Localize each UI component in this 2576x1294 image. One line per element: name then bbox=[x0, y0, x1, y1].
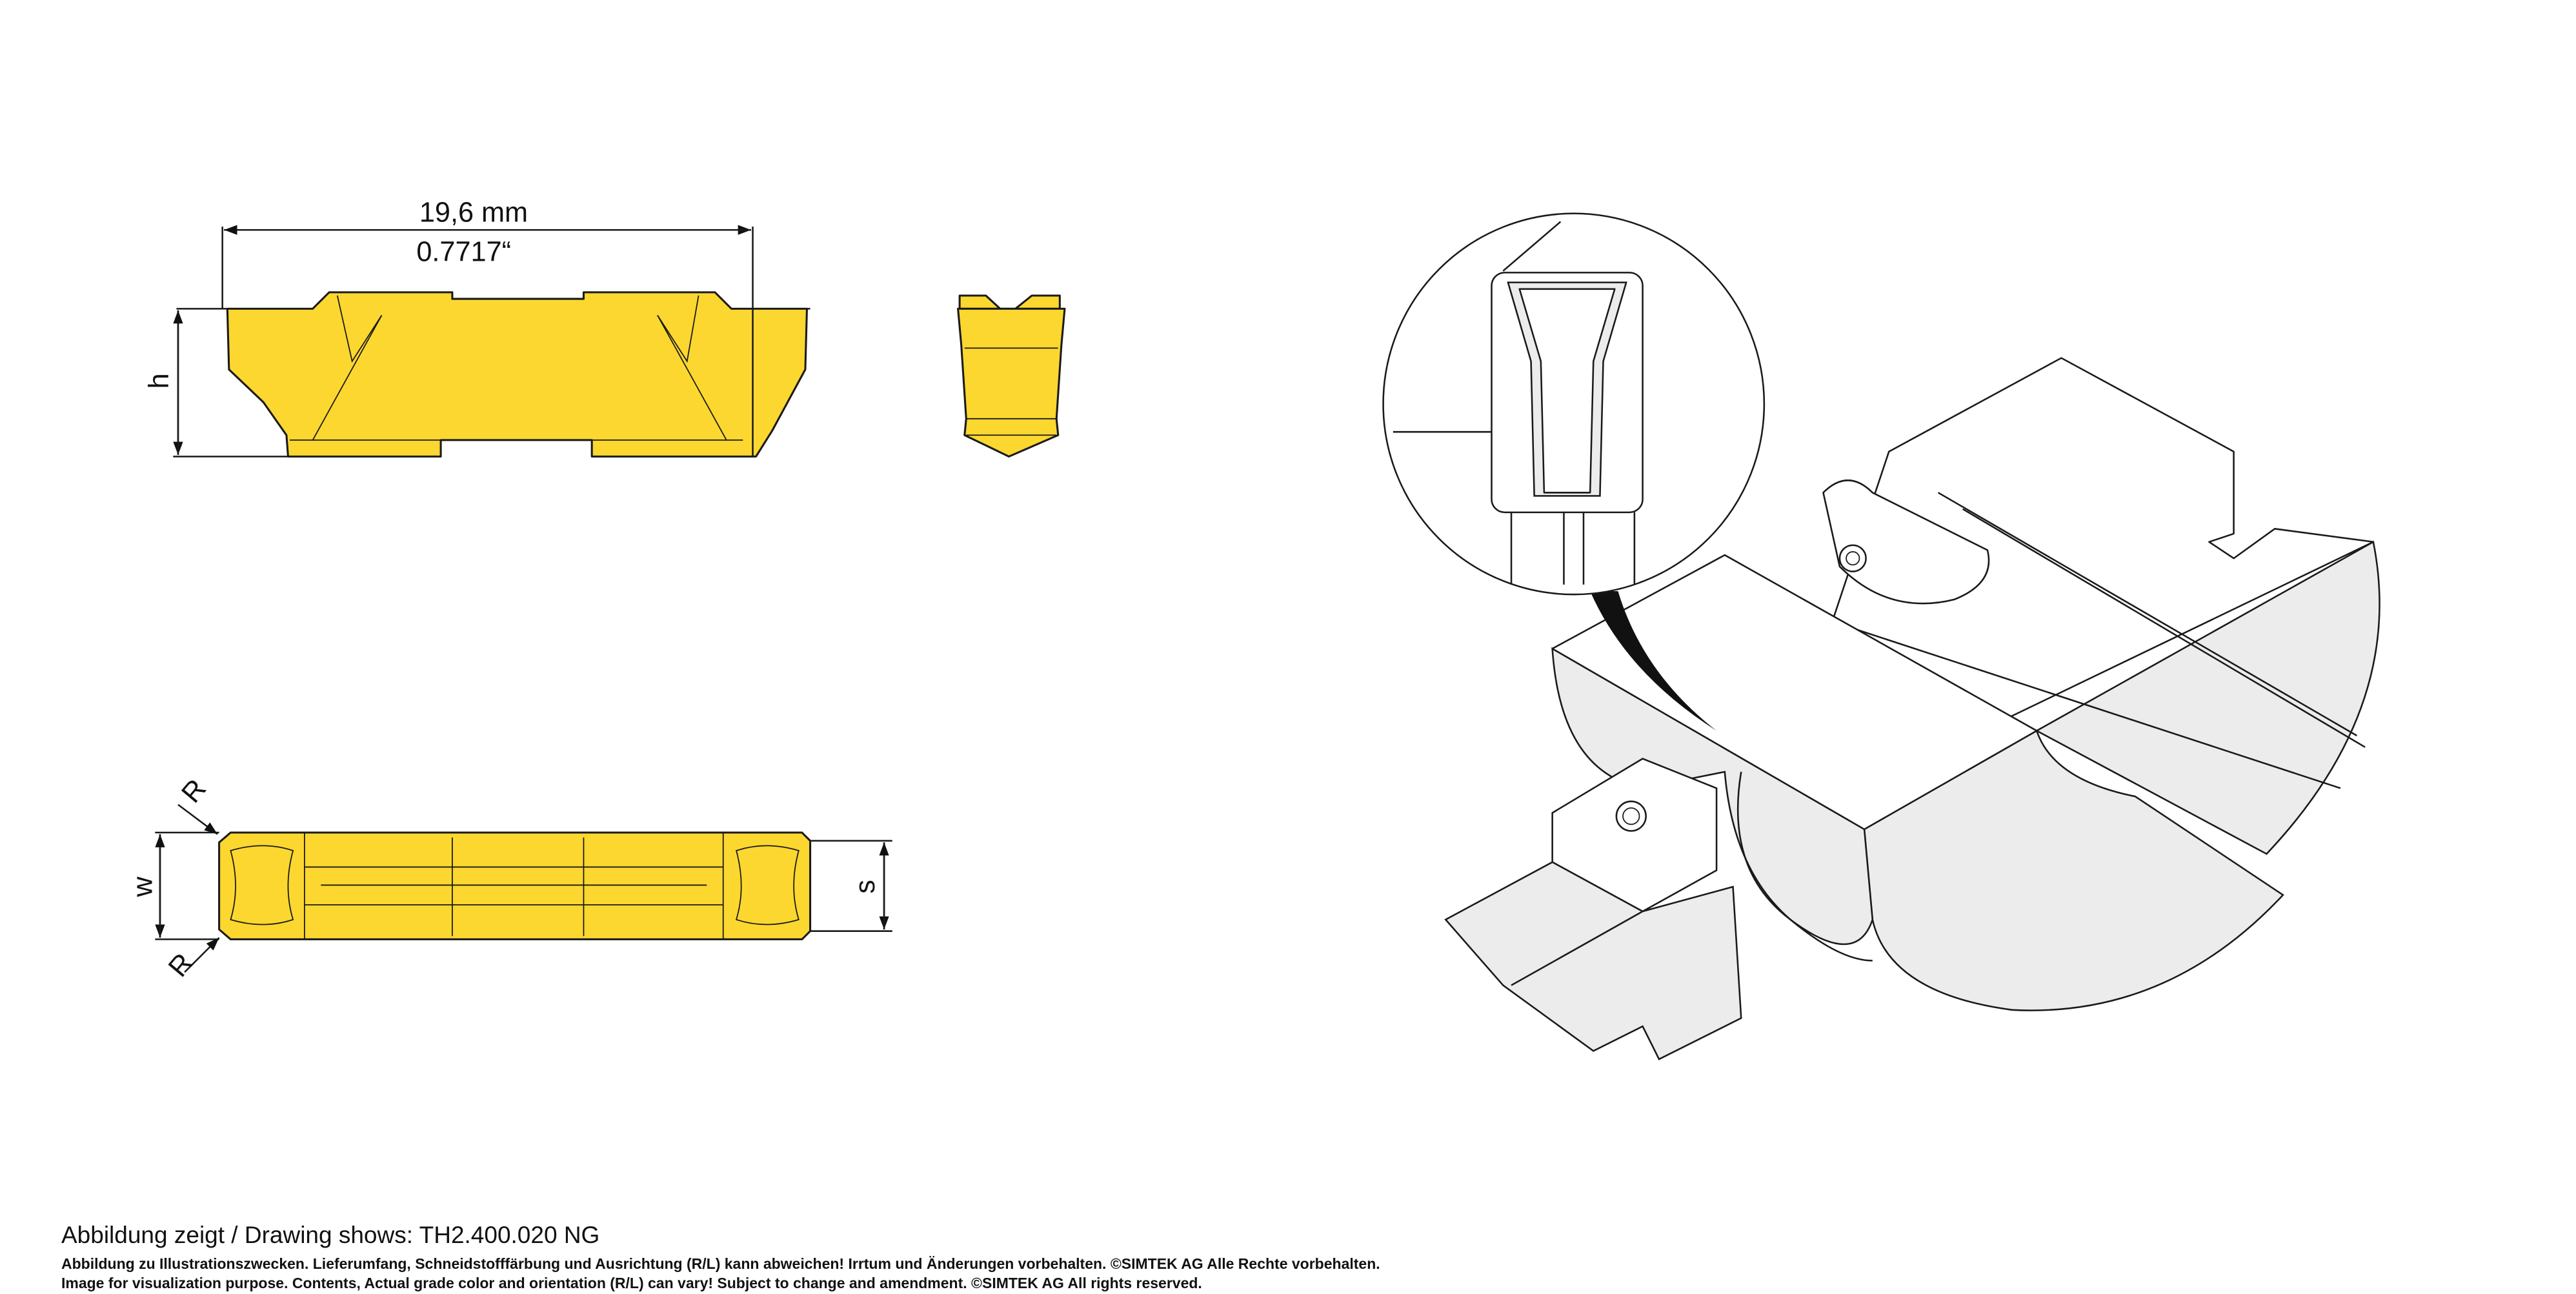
length-inch-label: 0.7717“ bbox=[416, 237, 511, 268]
insert-side-view bbox=[957, 294, 1066, 458]
detail-pointer bbox=[1590, 591, 1717, 731]
radius-label-bottom: R bbox=[163, 947, 199, 983]
insert-top-view: w s R R bbox=[127, 773, 892, 983]
seat-label: s bbox=[850, 880, 881, 894]
disclaimer-english: Image for visualization purpose. Content… bbox=[61, 1275, 1202, 1291]
disclaimer-german: Abbildung zu Illustrationszwecken. Liefe… bbox=[61, 1255, 1380, 1272]
insert-front-view: 19,6 mm 0.7717“ h bbox=[144, 197, 810, 458]
length-mm-label: 19,6 mm bbox=[419, 197, 528, 228]
radius-label-top: R bbox=[176, 773, 212, 809]
drawing-caption: Abbildung zeigt / Drawing shows: TH2.400… bbox=[61, 1222, 600, 1248]
height-label: h bbox=[144, 373, 175, 389]
application-illustration bbox=[1382, 212, 2380, 1060]
width-label: w bbox=[127, 876, 158, 898]
